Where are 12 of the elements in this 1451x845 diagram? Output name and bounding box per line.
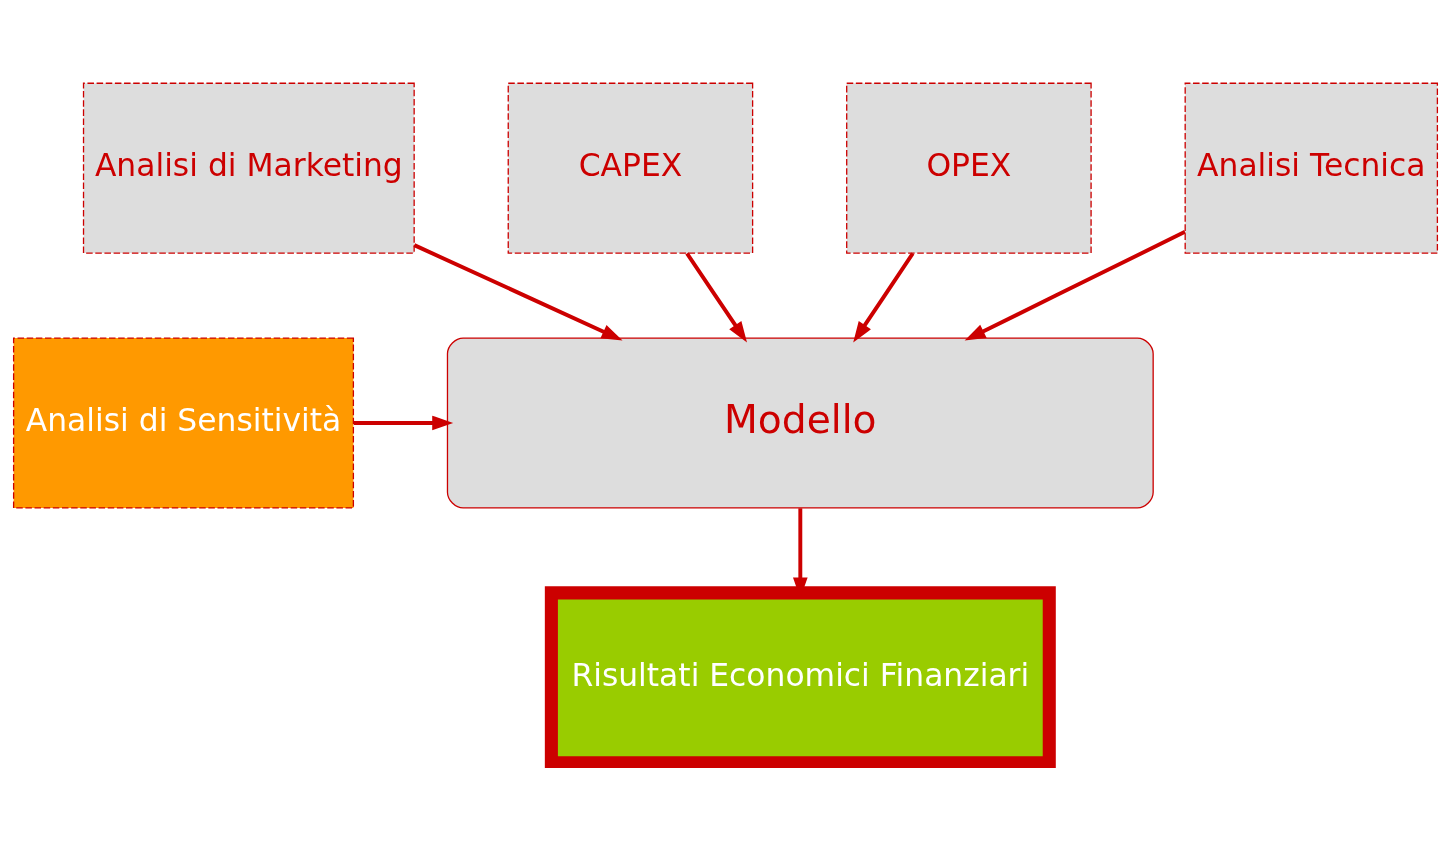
arrow xyxy=(353,415,454,430)
node-box: Modello xyxy=(446,336,1154,509)
node-box: Risultati Economici Finanziari xyxy=(544,585,1056,768)
node-box: Analisi di Marketing xyxy=(82,82,415,254)
arrow xyxy=(413,242,623,340)
node-box: CAPEX xyxy=(507,82,754,254)
arrow xyxy=(685,251,747,343)
node-box: Analisi Tecnica xyxy=(1184,82,1439,254)
arrow xyxy=(853,251,915,343)
node-box: Analisi di Sensitività xyxy=(12,336,355,509)
node-box: OPEX xyxy=(846,82,1092,254)
arrow xyxy=(964,229,1186,341)
